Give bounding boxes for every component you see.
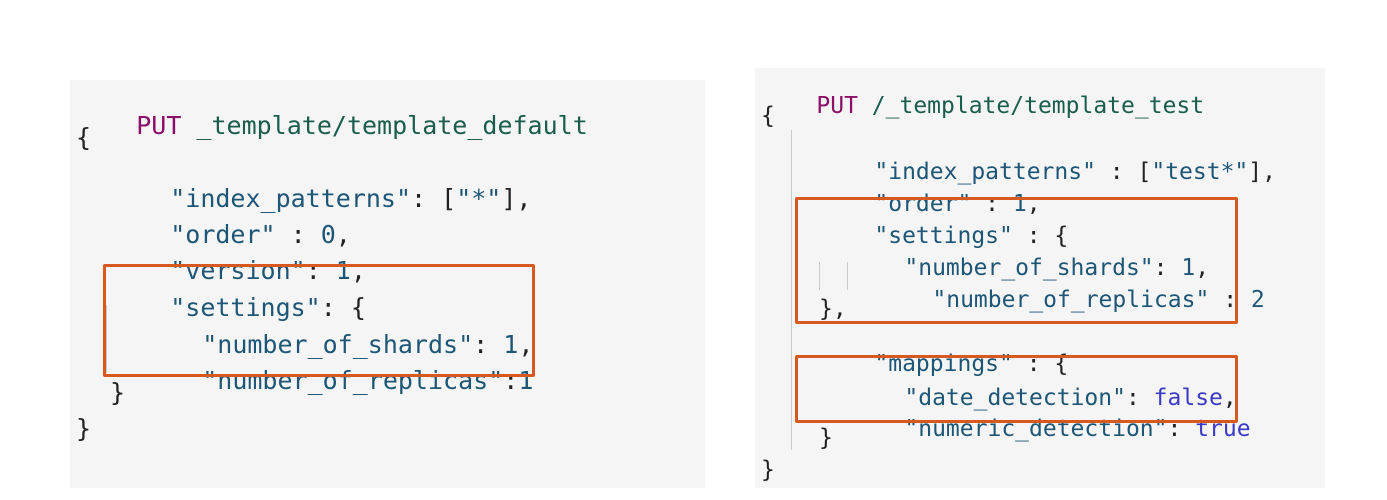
code-panel-template-default: PUT _template/template_default { "index_… [70,80,705,488]
index-patterns-line: "index_patterns" : ["test*"], [874,159,1276,185]
settings-highlight-box [103,264,535,377]
code-panel-template-test: PUT /_template/template_test { "index_pa… [755,68,1325,488]
request-path: _template/template_default [181,111,588,140]
close-brace: } [761,457,775,483]
indent-guide [106,305,107,373]
mappings-highlight-box [795,355,1238,423]
number-of-shards-line: "number_of_shards": 1, [202,330,534,359]
indent-guide [819,262,820,290]
number-of-shards-line: "number_of_shards": 1, [904,255,1210,281]
open-brace: { [76,123,92,152]
number-of-replicas-line: "number_of_replicas" : 2 [932,287,1265,313]
settings-close-brace: } [110,378,126,407]
indent-guide [791,130,792,450]
http-method: PUT [816,93,858,119]
request-path: /_template/template_test [857,93,1205,119]
order-line: "order" : 0, [170,220,351,249]
request-line: PUT _template/template_default [76,88,588,163]
http-method: PUT [136,111,182,140]
indent-guide [847,262,848,290]
date-detection-line: "date_detection": false, [904,385,1237,411]
request-line: PUT /_template/template_test [761,72,1204,141]
settings-line: "settings": { [170,293,366,322]
settings-line: "settings" : { [874,223,1069,249]
settings-highlight-box [795,197,1238,324]
mappings-close-brace: } [819,425,833,451]
numeric-detection-line: "numeric_detection": true [904,416,1251,442]
mappings-line: "mappings" : { [874,351,1069,377]
close-brace: } [76,414,92,443]
index-patterns-line: "index_patterns": ["*"], [170,184,532,213]
settings-close-brace: }, [819,296,847,322]
open-brace: { [761,103,775,129]
version-line: "version": 1, [170,256,366,285]
